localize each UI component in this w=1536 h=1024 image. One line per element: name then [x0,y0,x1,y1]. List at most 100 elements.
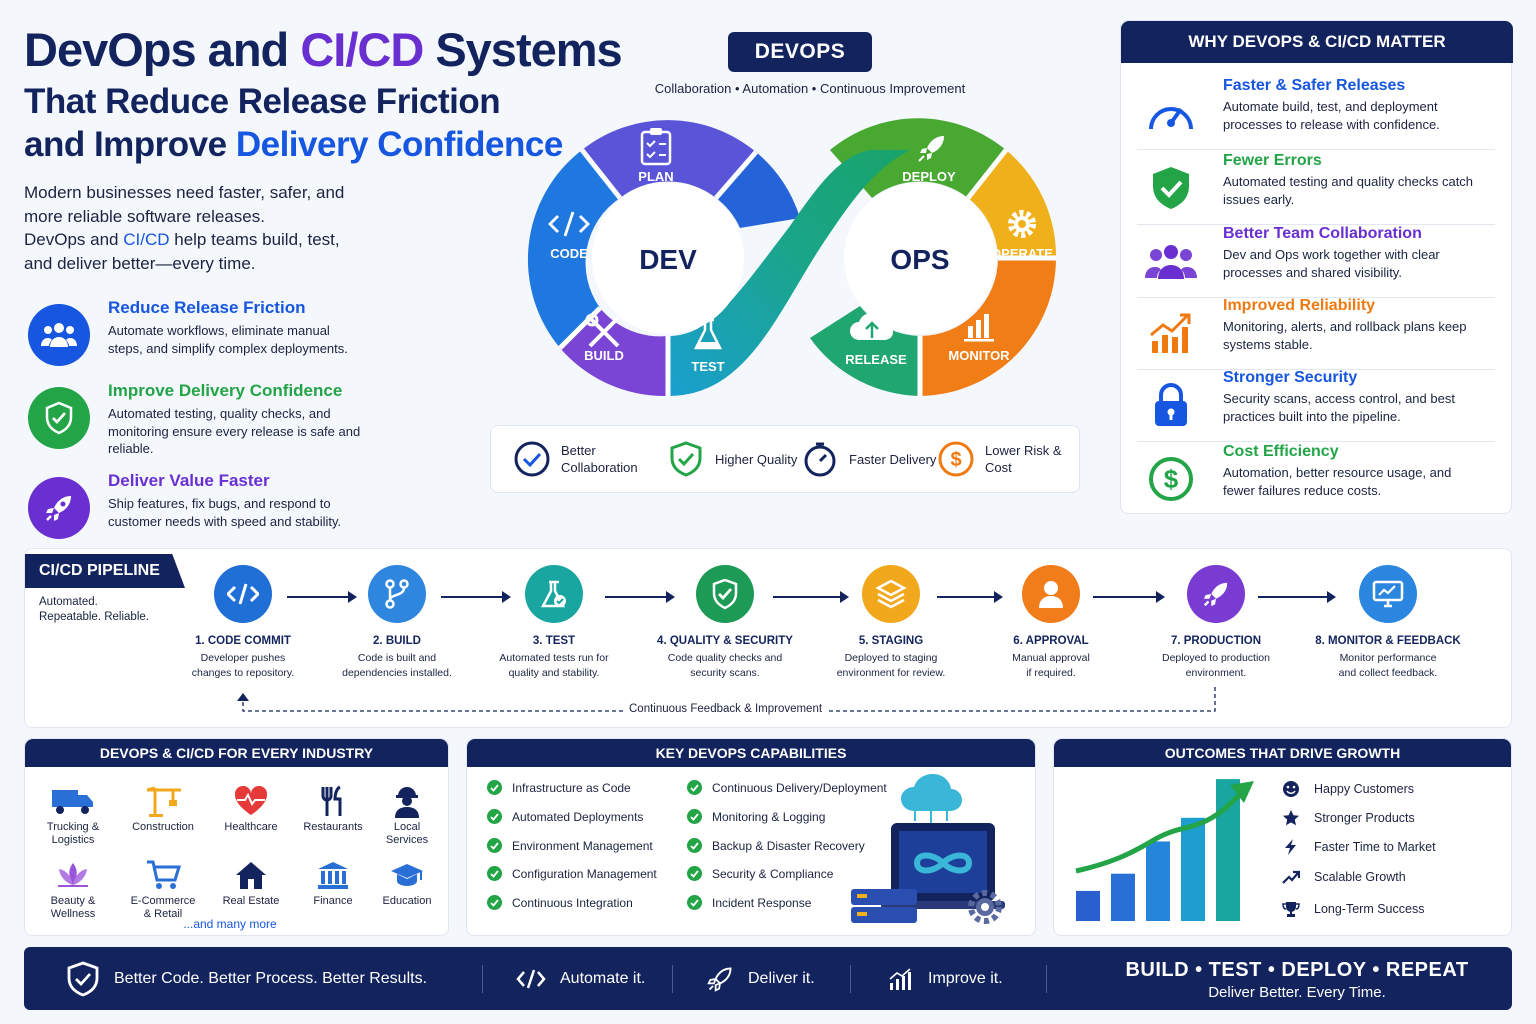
step-title: 3. TEST [532,635,576,647]
why-title: Cost Efficiency [1223,443,1339,460]
industry-beauty: Beauty &Wellness [33,857,113,921]
step-desc: environment for review. [836,667,946,679]
code-icon [516,969,546,988]
check-icon [687,866,702,881]
step-title: 7. PRODUCTION [1170,635,1262,647]
intro-part: help teams build, test, and deliver bett… [24,230,340,273]
star-icon [1283,810,1299,826]
footer-automate: Automate it. [516,947,645,1010]
lock-icon [1143,377,1199,433]
footer-deliver-text: Deliver it. [748,969,815,987]
capability-item: Continuous Integration [487,895,633,910]
pipeline-arrow [1093,591,1165,603]
why-title: Fewer Errors [1223,152,1322,169]
industry-education: Education [367,857,447,908]
feature-desc: Automate workflows, eliminate manual ste… [108,323,348,356]
page-subtitle: That Reduce Release Friction and Improve… [24,80,563,166]
why-item-fewer-errors: Fewer Errors Automated testing and quali… [1121,152,1513,225]
capability-item: Environment Management [487,838,653,853]
pipeline-subtitle: Automated. Repeatable. Reliable. [39,595,149,625]
industries-heading: DEVOPS & CI/CD FOR EVERY INDUSTRY [25,739,448,767]
footer-improve: Improve it. [888,947,1003,1010]
pipeline-arrow [937,591,1003,603]
step-title: 1. CODE COMMIT [195,635,291,647]
industry-restaurants: Restaurants [293,783,373,834]
subtitle-highlight: Delivery Confidence [235,125,564,164]
branch-icon [368,565,426,623]
growth-bar [1146,841,1170,921]
pipeline-arrow [1258,591,1336,603]
why-title: Better Team Collaboration [1223,225,1422,242]
code-segment [527,150,620,348]
pipeline-arrow [773,591,849,603]
devops-subtitle: Collaboration • Automation • Continuous … [654,81,966,96]
outcome-label: Scalable Growth [1314,870,1406,884]
feature-title: Reduce Release Friction [108,298,306,317]
capability-label: Environment Management [512,838,653,853]
step-desc: Developer pushes [200,652,286,664]
why-desc: Monitoring, alerts, and rollback plans k… [1223,319,1467,352]
check-icon [487,866,502,881]
flask-icon [693,318,723,350]
dollar-icon: $ [938,441,974,477]
check-icon [687,809,702,824]
capability-label: Incident Response [712,895,812,910]
step-title: 8. MONITOR & FEEDBACK [1315,635,1461,647]
bar-chart-icon [964,314,994,342]
step-desc: if required. [1026,667,1076,679]
step-desc: Code quality checks and [667,652,783,664]
capability-label: Automated Deployments [512,809,644,824]
rocket-icon [1187,565,1245,623]
house-icon [211,857,291,893]
dollar-icon: $ [1143,451,1199,507]
release-segment [810,306,920,396]
pipeline-arrow [287,591,357,603]
footer-slogan-sub: Deliver Better. Every Time. [1208,984,1386,1001]
step-desc: security scans. [690,667,760,679]
pipeline-arrow [441,591,511,603]
pipeline-step-monitor: 8. MONITOR & FEEDBACK Monitor performanc… [1303,565,1473,681]
why-item-cost: $ Cost Efficiency Automation, better res… [1121,443,1513,513]
intro-line: Modern businesses need faster, safer, an… [24,183,345,226]
server-icon [851,889,917,905]
industry-label: Trucking & [46,821,100,833]
why-desc: Automated testing and quality checks cat… [1223,174,1474,207]
build-label: BUILD [584,348,624,363]
deploy-segment [830,118,1006,198]
benefit-lower-risk: $ Lower Risk & Cost [937,440,1075,478]
title-part: DevOps and [24,23,301,76]
step-desc: Deployed to production [1162,652,1270,664]
pipeline-step-quality-security: 4. QUALITY & SECURITY Code quality check… [640,565,810,681]
industry-label: & Retail [143,908,183,920]
benefit-label: Faster Delivery [849,451,937,467]
deploy-label: DEPLOY [902,169,956,184]
footer-tagline-text: Better Code. Better Process. Better Resu… [114,969,428,987]
feature-desc: Ship features, fix bugs, and respond to … [108,496,342,529]
gear-icon [968,890,1002,924]
capability-label: Continuous Integration [512,895,633,910]
why-heading: WHY DEVOPS & CI/CD MATTER [1121,21,1513,63]
industry-label: Beauty & [50,895,96,907]
devops-benefits: Better Collaboration Higher Quality Fast… [490,425,1080,493]
team-icon [28,304,90,366]
why-desc: Automate build, test, and deployment pro… [1223,99,1440,132]
monitor-label: MONITOR [948,348,1010,363]
capability-label: Monitoring & Logging [712,809,826,824]
footer-deliver: Deliver it. [706,947,815,1010]
check-icon [687,838,702,853]
shield-check-icon [1143,160,1199,216]
industry-trucking: Trucking &Logistics [33,783,113,847]
cart-icon [123,857,203,893]
build-segment [560,308,668,397]
feedback-loop [237,687,1216,712]
industry-label: E-Commerce [130,895,196,907]
clipboard-icon [640,128,672,166]
capability-item: Configuration Management [487,866,657,881]
why-title: Stronger Security [1223,369,1358,386]
shield-check-icon [670,441,702,477]
check-icon [487,895,502,910]
pipeline-sub-line: Automated. [39,596,98,608]
test-segment [668,150,910,396]
outcome-item: Happy Customers [1282,780,1414,798]
